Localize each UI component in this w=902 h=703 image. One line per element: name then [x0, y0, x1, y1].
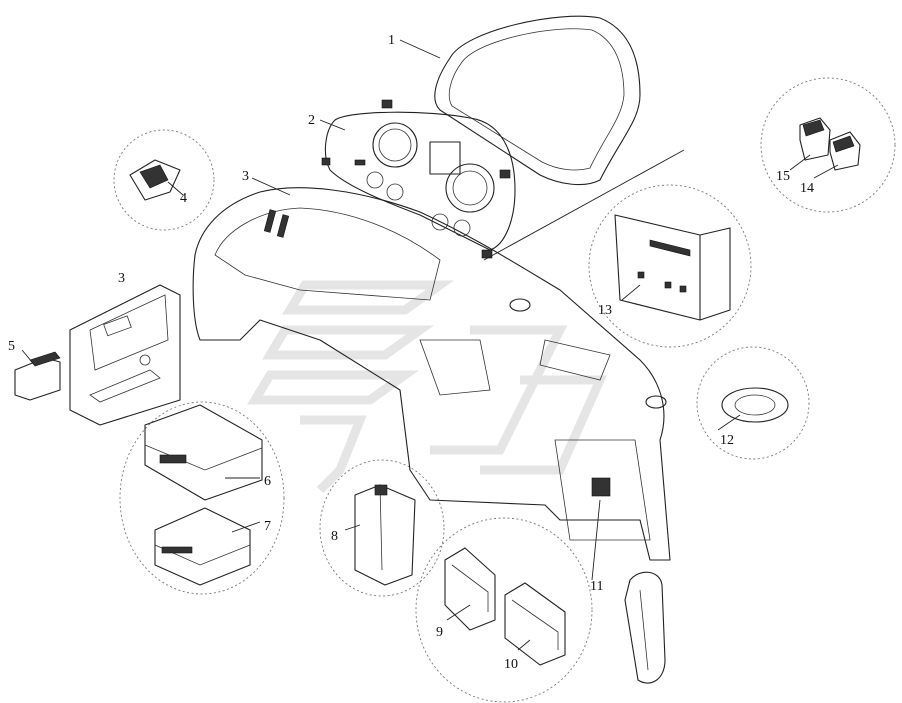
- callout-11: 11: [590, 579, 603, 594]
- detail-circles: [113, 77, 896, 703]
- callout-2: 2: [308, 113, 315, 128]
- ecu-module-9: [444, 547, 496, 631]
- switch-module: [129, 159, 181, 201]
- dashboard-panel: [192, 187, 671, 561]
- ecu-module-10: [504, 582, 566, 666]
- display-panel: [614, 214, 731, 321]
- grab-handle: [624, 571, 666, 684]
- clip-15: [799, 117, 831, 161]
- relay-block: [14, 351, 61, 401]
- watermark-logo: [247, 280, 607, 494]
- console-trim: [69, 284, 181, 426]
- callout-labels: 1 2 3 3 4 5 6 7 8 9 10 11 12 13 14 15: [8, 33, 814, 672]
- callout-9: 9: [436, 625, 443, 640]
- clip-14: [829, 131, 861, 171]
- callout-1: 1: [388, 33, 395, 48]
- callout-8: 8: [331, 529, 338, 544]
- callout-12: 12: [720, 433, 734, 448]
- instrument-cluster: [321, 99, 516, 259]
- callout-10: 10: [504, 657, 518, 672]
- callout-3-upper: 3: [242, 169, 249, 184]
- callout-3-lower: 3: [118, 271, 125, 286]
- radio-unit: [144, 404, 263, 501]
- callout-14: 14: [800, 181, 814, 196]
- callout-15: 15: [776, 169, 790, 184]
- callout-5: 5: [8, 339, 15, 354]
- callout-6: 6: [264, 474, 271, 489]
- callout-7: 7: [264, 519, 271, 534]
- callout-13: 13: [598, 303, 612, 318]
- round-cover: [721, 387, 789, 423]
- player-unit: [154, 507, 251, 586]
- callout-4: 4: [180, 191, 187, 206]
- control-box: [354, 484, 416, 586]
- leader-lines: [21, 39, 839, 651]
- cluster-lens-cover: [434, 15, 641, 186]
